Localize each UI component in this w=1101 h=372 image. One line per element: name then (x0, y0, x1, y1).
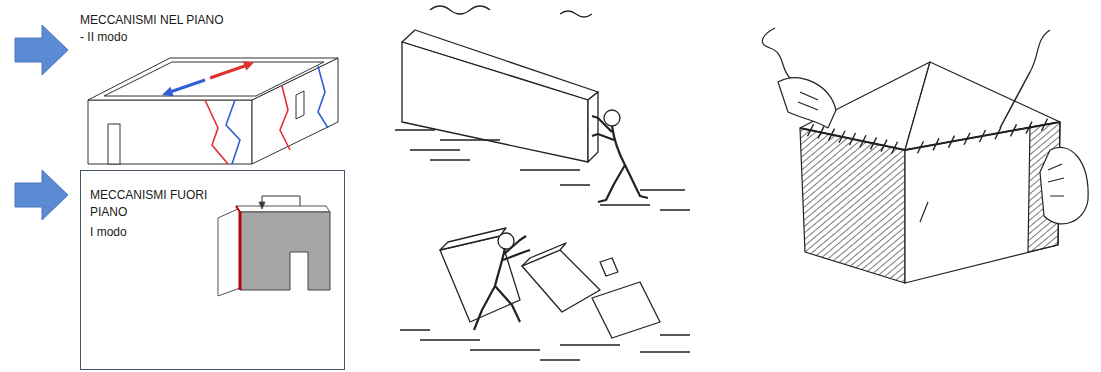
mechanism-box: MECCANISMI FUORI PIANO I modo (80, 170, 345, 370)
pushing-sketch (395, 6, 690, 360)
house-sketch-part (1000, 72, 1030, 128)
pushing-sketch-part (498, 233, 514, 249)
box-subheading: I modo (90, 224, 222, 241)
force-arrow-part (170, 80, 205, 92)
pushing-sketch-part (592, 282, 660, 338)
pushing-sketch-part (440, 228, 506, 250)
mechanism-heading: MECCANISMI NEL PIANO (80, 13, 224, 28)
wall-sketch-part (218, 208, 240, 296)
house-sketch-part (800, 122, 1060, 150)
building-sketch-part (296, 91, 304, 119)
crack-line-part (280, 86, 290, 150)
house-sketch-part (762, 28, 790, 78)
building-sketch-part (88, 100, 252, 164)
pushing-sketch-part (600, 258, 618, 276)
building-sketch (88, 58, 338, 164)
house-sketch-part (1030, 30, 1050, 72)
pushing-sketch-part (395, 116, 690, 210)
house-sketch-part (920, 202, 928, 222)
house-sketch (762, 28, 1088, 283)
mechanism-subheading: - II modo (80, 30, 127, 45)
block-arrow (15, 25, 68, 220)
wall-sketch-part (236, 206, 240, 212)
house-sketch-part (1040, 147, 1088, 223)
pushing-sketch-part-part (474, 236, 530, 330)
block-arrow-part (15, 170, 68, 220)
wall-sketch-part (236, 206, 330, 212)
block-arrow-part (15, 25, 68, 75)
wall-sketch-part (239, 212, 242, 290)
pushing-sketch-part (522, 243, 566, 266)
force-arrow-part (243, 61, 254, 70)
crack-line-part (205, 100, 228, 164)
pushing-sketch-part (604, 110, 620, 126)
box-heading: MECCANISMI FUORI PIANO (90, 187, 222, 221)
pushing-sketch-part (402, 42, 588, 162)
pushing-sketch-part (430, 6, 490, 14)
pushing-sketch-part-part (400, 330, 690, 360)
building-sketch-part (104, 62, 324, 96)
force-arrow-part (210, 66, 246, 79)
pushing-sketch-part (560, 11, 592, 17)
force-arrow-part (162, 87, 174, 96)
pushing-sketch-part (400, 236, 690, 360)
house-sketch-part (808, 119, 1048, 154)
crack-line-part (318, 66, 328, 128)
pushing-sketch-part-part (592, 116, 648, 202)
force-arrow (162, 61, 254, 96)
house-sketch-part (778, 78, 836, 128)
wall-sketch-part (259, 202, 265, 209)
wall-sketch-part (262, 196, 300, 206)
crack-line (205, 66, 328, 164)
wall-sketch (218, 196, 330, 296)
wall-sketch-part (240, 212, 330, 290)
crack-line-part (226, 100, 240, 164)
pushing-sketch-part (588, 92, 598, 162)
house-sketch-part (1048, 164, 1064, 196)
house-sketch-part (800, 128, 905, 283)
house-sketch-part (798, 92, 818, 110)
building-sketch-part (108, 124, 120, 164)
